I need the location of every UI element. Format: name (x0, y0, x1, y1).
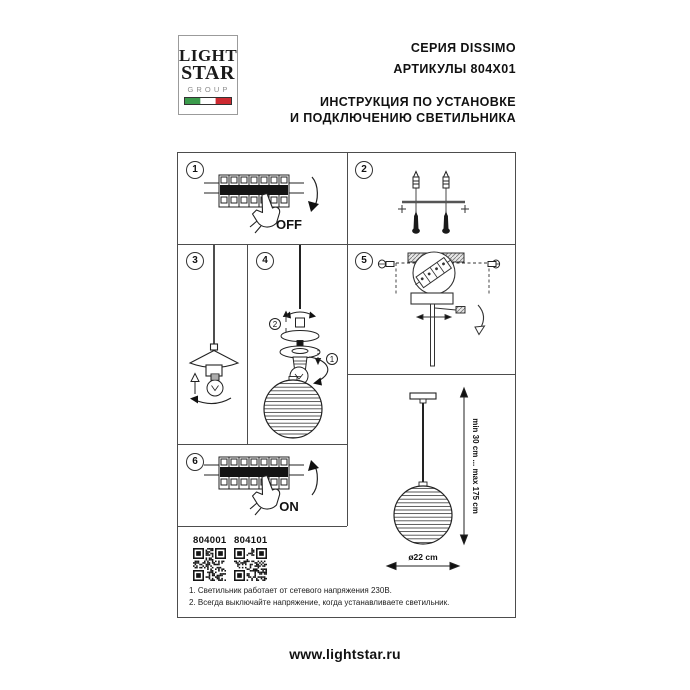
series-title: СЕРИЯ DISSIMO (410, 41, 516, 55)
side-screw-icons (377, 259, 501, 269)
safety-notes: 1. Светильник работает от сетевого напря… (189, 585, 504, 608)
note-line-1: 1. Светильник работает от сетевого напря… (189, 586, 392, 595)
power-off-label: OFF (276, 217, 302, 232)
website-link: www.lightstar.ru (289, 646, 401, 662)
wire-to-sphere-arrow-icon (308, 356, 329, 386)
instruction-title-line1: ИНСТРУКЦИЯ ПО УСТАНОВКЕ (319, 95, 516, 109)
hand-pointer-icon (249, 192, 281, 234)
divider-step6-bottom (178, 526, 347, 527)
pendant-lamp-outline-icon (393, 392, 453, 545)
instruction-title-line2: И ПОДКЛЮЧЕНИЮ СВЕТИЛЬНИКА (290, 110, 516, 125)
canopy-discs-icon (279, 330, 321, 359)
svg-text:2: 2 (273, 320, 278, 329)
svg-text:1: 1 (330, 355, 335, 364)
document-header: СЕРИЯ DISSIMO АРТИКУЛЫ 804X01 ИНСТРУКЦИЯ… (290, 38, 516, 126)
step-6-badge: 6 (186, 453, 204, 471)
tighten-rotate-arrow-icon (474, 304, 486, 336)
screw-icons (412, 210, 450, 234)
mounting-bracket-icon (398, 187, 469, 215)
divider-step6-top (178, 444, 347, 445)
insert-up-arrow-icon (190, 372, 200, 394)
step3-illustration (188, 245, 240, 405)
step6-illustration: ON (204, 456, 319, 516)
lightstar-logo: LIGHT STAR GROUP (178, 35, 238, 115)
screw-in-rotate-arrow-icon (190, 395, 232, 405)
step2-illustration (398, 170, 469, 234)
article-code-804101: 804101 (234, 535, 268, 546)
note-line-2: 2. Всегда выключайте напряжение, когда у… (189, 597, 450, 607)
suspension-rod-icon (284, 245, 316, 328)
logo-word-group: GROUP (187, 85, 231, 94)
qr-code-804101 (234, 548, 267, 581)
light-bulb-icon (206, 373, 224, 397)
glass-sphere-icon (263, 376, 323, 439)
pendant-shade-icon (188, 245, 240, 377)
height-range-label: min 30 cm ... max 175 cm (471, 418, 480, 514)
step5-illustration (377, 251, 501, 367)
step-1-badge: 1 (186, 161, 204, 179)
step1-illustration: OFF (204, 174, 319, 234)
divider-step3-4 (247, 244, 248, 444)
step-4-badge: 4 (256, 252, 274, 270)
rotate-down-arrow-icon (308, 176, 319, 212)
logo-word-star: STAR (181, 62, 235, 84)
height-dimension-arrow (459, 386, 469, 546)
hand-pointer-icon (249, 474, 281, 516)
dimension-drawing: min 30 cm ... max 175 cm ø22 cm (385, 386, 480, 571)
step-2-badge: 2 (355, 161, 373, 179)
wall-anchor-icons (412, 170, 450, 189)
circuit-breaker-icon (204, 174, 304, 208)
power-on-label: ON (279, 499, 299, 514)
articles-title: АРТИКУЛЫ 804X01 (393, 61, 516, 76)
divider-step5-bottom (347, 374, 515, 375)
canopy-plate-icon (410, 292, 454, 367)
divider-row1 (178, 244, 515, 245)
diameter-label: ø22 cm (408, 552, 438, 562)
rotate-up-arrow-icon (308, 460, 319, 496)
diameter-dimension-arrow (385, 561, 461, 571)
instruction-grid: 1 2 3 4 5 6 (177, 152, 516, 618)
step4-illustration: 2 1 (263, 245, 338, 439)
italian-flag-icon (179, 97, 237, 105)
article-code-804001: 804001 (193, 535, 227, 546)
step-5-badge: 5 (355, 252, 373, 270)
circuit-breaker-icon (204, 456, 304, 490)
step-3-badge: 3 (186, 252, 204, 270)
logo-word-light: LIGHT (179, 46, 238, 65)
grub-screw-icon (415, 306, 466, 321)
terminal-block-magnifier-icon (412, 251, 456, 295)
qr-code-804001 (193, 548, 226, 581)
divider-center (347, 153, 348, 526)
